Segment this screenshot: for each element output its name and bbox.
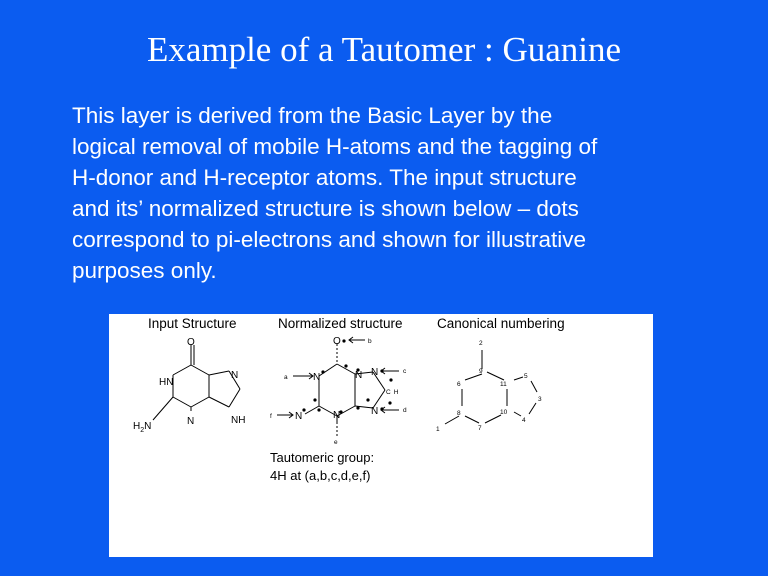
- input-structure: O HN N N NH H2N: [133, 337, 245, 434]
- tautomeric-group-detail: 4H at (a,b,c,d,e,f): [270, 468, 370, 483]
- input-atom-h2n: H2N: [133, 421, 151, 434]
- canonical-numbering: 2 9 6 11 5 3 8 10 4 7 1: [436, 340, 542, 433]
- pi-electron-dots: [302, 339, 393, 414]
- norm-atom-n: N: [295, 411, 302, 422]
- body-line: logical removal of mobile H-atoms and th…: [72, 134, 598, 159]
- canonical-number-7: 7: [478, 425, 482, 432]
- norm-atom-n: N: [355, 370, 362, 381]
- canonical-number-1: 1: [436, 426, 440, 433]
- norm-atom-n: N: [313, 372, 320, 383]
- tag-label-c: c: [403, 368, 407, 375]
- caption-input-structure: Input Structure: [148, 316, 237, 331]
- canonical-number-11: 11: [500, 381, 507, 388]
- body-line: This layer is derived from the Basic Lay…: [72, 103, 553, 128]
- input-atom-o: O: [187, 337, 195, 348]
- body-line: H-donor and H-receptor atoms. The input …: [72, 165, 577, 190]
- canonical-number-9: 9: [479, 368, 483, 375]
- canonical-number-5: 5: [524, 373, 528, 380]
- tag-label-d: d: [403, 407, 407, 414]
- structure-figure: Input Structure Normalized structure Can…: [133, 316, 565, 483]
- tag-label-e: e: [334, 439, 338, 446]
- input-atom-n-mid: N: [187, 416, 194, 427]
- tag-label-b: b: [368, 338, 372, 345]
- body-line: correspond to pi-electrons and shown for…: [72, 227, 587, 252]
- tag-label-f: f: [270, 413, 272, 420]
- caption-normalized-structure: Normalized structure: [278, 316, 403, 331]
- figure-panel: Input Structure Normalized structure Can…: [109, 314, 653, 557]
- body-line: purposes only.: [72, 258, 217, 283]
- caption-canonical-numbering: Canonical numbering: [437, 316, 565, 331]
- input-atom-hn: HN: [159, 377, 173, 388]
- canonical-number-8: 8: [457, 410, 461, 417]
- body-line: and its’ normalized structure is shown b…: [72, 196, 579, 221]
- norm-atom-n: N: [371, 367, 378, 378]
- slide-body: This layer is derived from the Basic Lay…: [72, 100, 702, 286]
- norm-atom-n: N: [371, 406, 378, 417]
- input-atom-nh: NH: [231, 415, 245, 426]
- norm-atom-n: N: [333, 410, 340, 421]
- norm-atom-o: O: [333, 336, 341, 347]
- canonical-number-2: 2: [479, 340, 483, 347]
- slide-title: Example of a Tautomer : Guanine: [146, 30, 622, 69]
- input-atom-n-right: N: [231, 370, 238, 381]
- canonical-number-4: 4: [522, 417, 526, 424]
- tautomeric-group-title: Tautomeric group:: [270, 450, 374, 465]
- tag-label-a: a: [284, 374, 288, 381]
- canonical-number-3: 3: [538, 396, 542, 403]
- canonical-number-6: 6: [457, 381, 461, 388]
- canonical-number-10: 10: [500, 409, 508, 416]
